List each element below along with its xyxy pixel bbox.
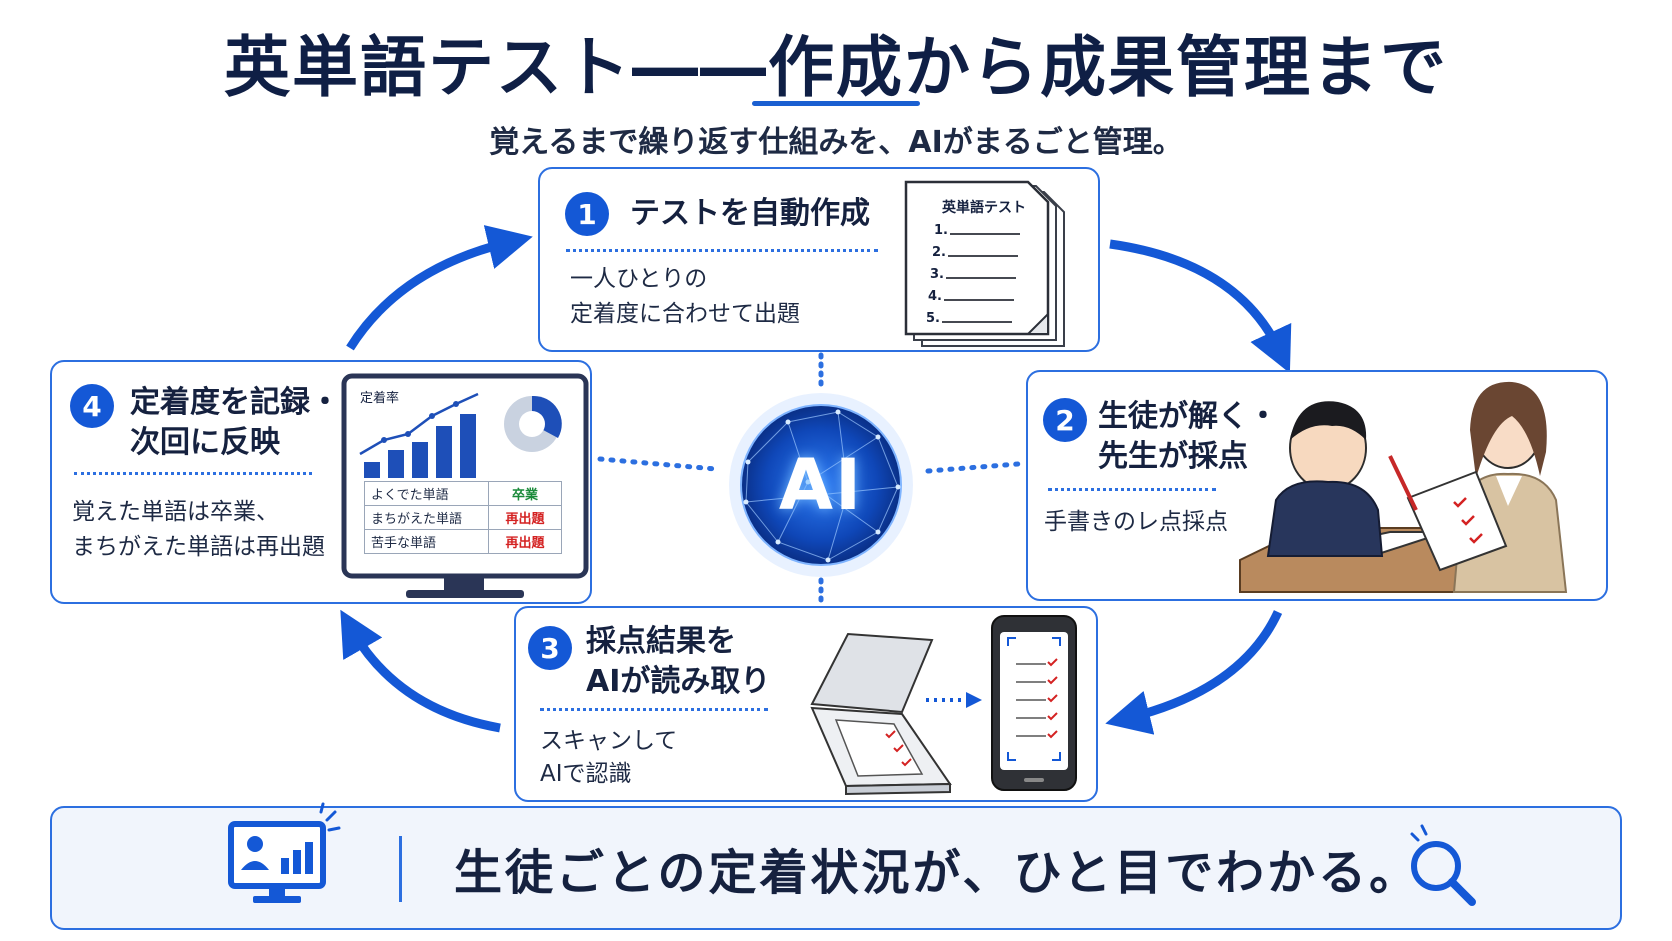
ai-core: AI <box>728 392 914 578</box>
word-status-badge: 再出題 <box>488 529 562 554</box>
step-4-title-line-1: 定着度を記録・ <box>130 385 340 420</box>
test-sheet-illustration: 英単語テスト 1. 2. 3. 4. 5. <box>904 180 1065 347</box>
title-underline <box>752 101 920 106</box>
dashboard-monitor-icon <box>228 802 341 903</box>
page-subtitle: 覚えるまで繰り返す仕組みを、AIがまるごと管理。 <box>489 125 1183 160</box>
step-4-divider <box>74 472 312 475</box>
smartphone-illustration <box>991 615 1077 791</box>
ai-network-sphere <box>729 393 913 577</box>
ai-connector-left <box>597 456 719 472</box>
arrow-1-to-2 <box>1109 239 1292 374</box>
arrow-4-to-1 <box>346 225 533 351</box>
step-4-number: 4 <box>70 384 114 428</box>
banner-divider <box>399 836 402 902</box>
word-category-label: まちがえた単語 <box>364 505 489 530</box>
student-teacher-illustration <box>1239 381 1568 593</box>
monitor-word-table: よくでた単語 卒業 まちがえた単語 再出題 苦手な単語 再出題 <box>364 481 562 554</box>
arrow-3-to-4 <box>340 609 501 733</box>
word-status-badge: 卒業 <box>488 481 562 506</box>
test-sheet-heading: 英単語テスト <box>941 199 1026 216</box>
step-2-desc: 手書きのレ点採点 <box>1044 509 1228 535</box>
step-3-desc-line-2: AIで認識 <box>540 761 632 787</box>
step-1-number: 1 <box>565 192 609 236</box>
word-category-label: よくでた単語 <box>364 481 489 506</box>
step-1-desc-line-2: 定着度に合わせて出題 <box>570 301 800 327</box>
step-4-desc-line-2: まちがえた単語は再出題 <box>72 534 325 560</box>
step-2-number: 2 <box>1043 398 1087 442</box>
table-row: まちがえた単語 再出題 <box>364 505 562 530</box>
step-2-divider <box>1048 488 1216 491</box>
step-2-title-line-2: 先生が採点 <box>1098 439 1248 474</box>
ai-connector-right <box>925 461 1021 474</box>
test-sheet-item: 2. <box>932 245 946 260</box>
word-status-badge: 再出題 <box>488 505 562 530</box>
summary-banner-text: 生徒ごとの定着状況が、ひと目でわかる。 <box>454 845 1421 901</box>
step-3-title-line-2: AIが読み取り <box>586 664 771 699</box>
table-row: よくでた単語 卒業 <box>364 481 562 506</box>
step-3-number: 3 <box>528 626 572 670</box>
step-1-desc-line-1: 一人ひとりの <box>570 266 708 292</box>
test-sheet-item: 5. <box>926 311 940 326</box>
test-sheet-item: 3. <box>930 267 944 282</box>
table-row: 苦手な単語 再出題 <box>364 529 562 554</box>
step-1-title: テストを自動作成 <box>630 196 870 231</box>
step-3-title-line-1: 採点結果を <box>586 624 736 659</box>
step-2-title-line-1: 生徒が解く・ <box>1098 399 1278 434</box>
test-sheet-item: 4. <box>928 289 942 304</box>
magnifier-icon <box>1410 824 1476 906</box>
test-sheet-item: 1. <box>934 223 948 238</box>
step-4-title-line-2: 次回に反映 <box>130 425 280 460</box>
step-3-divider <box>540 708 768 711</box>
scanner-illustration <box>810 632 952 796</box>
monitor-chart-label: 定着率 <box>360 390 399 406</box>
ai-core-label: AI <box>778 444 864 526</box>
scan-to-phone-arrow <box>926 692 982 708</box>
step-1-divider <box>566 249 878 252</box>
word-category-label: 苦手な単語 <box>364 529 489 554</box>
page-title: 英単語テスト――作成から成果管理まで <box>224 29 1448 106</box>
arrow-2-to-3 <box>1105 610 1283 735</box>
step-4-desc-line-1: 覚えた単語は卒業、 <box>72 499 279 525</box>
step-3-desc-line-1: スキャンして <box>540 728 678 754</box>
